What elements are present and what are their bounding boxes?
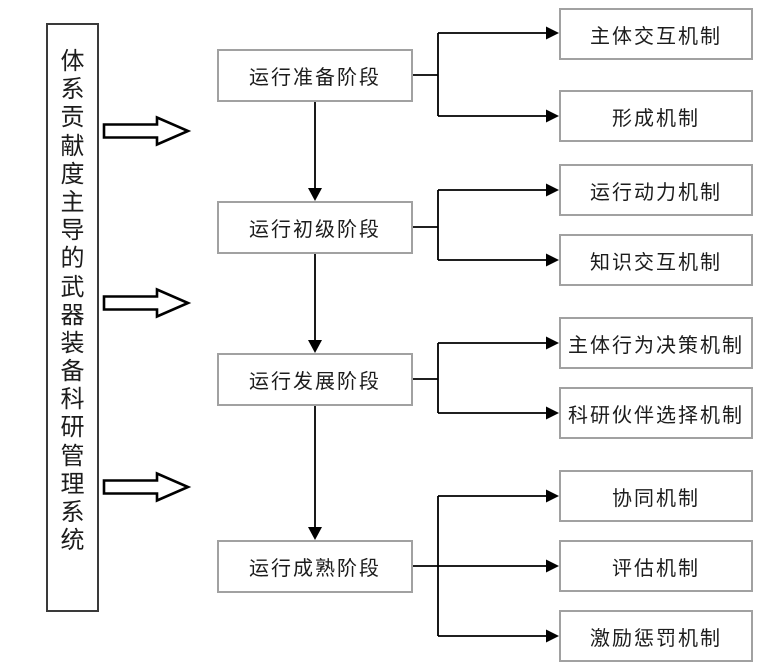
- system-label: 体系贡献度主导的武器装备科研管理系统: [60, 47, 85, 555]
- stage-box-development: 运行发展阶段: [217, 353, 413, 406]
- system-block-arrow-3: [102, 471, 192, 503]
- mechanism-label: 协同机制: [612, 485, 700, 510]
- mechanism-box-evaluation: 评估机制: [559, 540, 753, 592]
- stage-label: 运行成熟阶段: [249, 556, 381, 580]
- mechanism-box-incentive-punishment: 激励惩罚机制: [559, 610, 753, 662]
- mechanism-box-operation-power: 运行动力机制: [559, 164, 753, 216]
- mechanism-box-subject-interaction: 主体交互机制: [559, 8, 753, 60]
- mechanism-label: 形成机制: [612, 105, 700, 130]
- mechanism-box-knowledge-interaction: 知识交互机制: [559, 234, 753, 286]
- stage-flow-arrow-2: [308, 254, 322, 353]
- stage-flow-arrow-3: [308, 406, 322, 540]
- stage-box-maturity: 运行成熟阶段: [217, 540, 413, 593]
- stage1-branch-tree: [413, 26, 559, 123]
- stage-label: 运行准备阶段: [249, 65, 381, 89]
- stage2-branch-tree: [413, 183, 559, 267]
- system-box: 体系贡献度主导的武器装备科研管理系统: [46, 23, 99, 612]
- mechanism-label: 主体交互机制: [590, 23, 722, 48]
- mechanism-label: 知识交互机制: [590, 249, 722, 274]
- system-block-arrow-1: [102, 115, 192, 147]
- mechanism-box-behavior-decision: 主体行为决策机制: [559, 317, 753, 369]
- mechanism-label: 主体行为决策机制: [568, 332, 744, 357]
- stage-box-primary: 运行初级阶段: [217, 201, 413, 254]
- mechanism-label: 运行动力机制: [590, 179, 722, 204]
- stage3-branch-tree: [413, 336, 559, 420]
- mechanism-box-partner-selection: 科研伙伴选择机制: [559, 387, 753, 439]
- stage-label: 运行发展阶段: [249, 369, 381, 393]
- mechanism-label: 激励惩罚机制: [590, 625, 722, 650]
- stage-box-preparation: 运行准备阶段: [217, 49, 413, 102]
- stage-flow-arrow-1: [308, 101, 322, 201]
- mechanism-label: 评估机制: [612, 555, 700, 580]
- stage-label: 运行初级阶段: [249, 217, 381, 241]
- system-block-arrow-2: [102, 287, 192, 319]
- mechanism-box-formation: 形成机制: [559, 90, 753, 142]
- stage4-branch-tree: [413, 489, 559, 643]
- mechanism-box-collaboration: 协同机制: [559, 470, 753, 522]
- mechanism-label: 科研伙伴选择机制: [568, 402, 744, 427]
